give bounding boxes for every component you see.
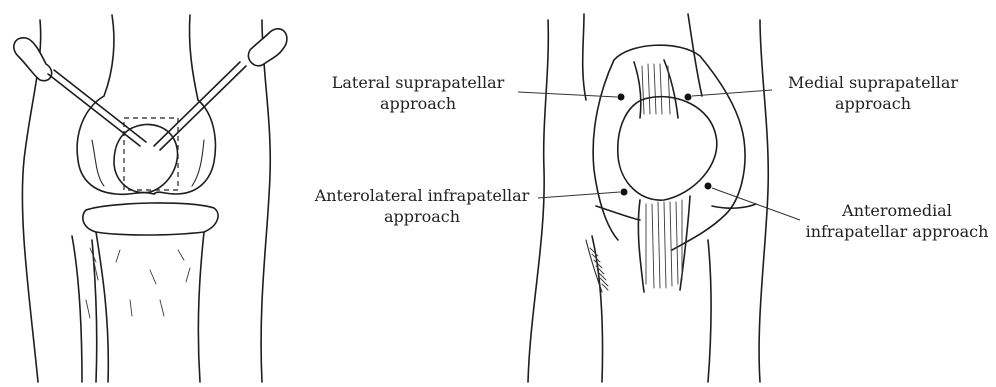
portal-anteromedial-infrapatellar [705, 183, 712, 190]
label-medial-suprapatellar: Medial suprapatellar approach [778, 72, 968, 114]
leader-medial-suprapatellar [692, 90, 772, 96]
label-anteromedial-infrapatellar: Anteromedial infrapatellar approach [800, 200, 994, 242]
label-lateral-suprapatellar: Lateral suprapatellar approach [320, 72, 516, 114]
leader-anterolateral-infrapatellar [538, 192, 620, 198]
label-anterolateral-infrapatellar: Anterolateral infrapatellar approach [306, 185, 538, 227]
knee-portals-illustration [528, 14, 768, 382]
portal-lateral-suprapatellar [618, 94, 625, 101]
portal-anterolateral-infrapatellar [621, 189, 628, 196]
portal-medial-suprapatellar [685, 94, 692, 101]
